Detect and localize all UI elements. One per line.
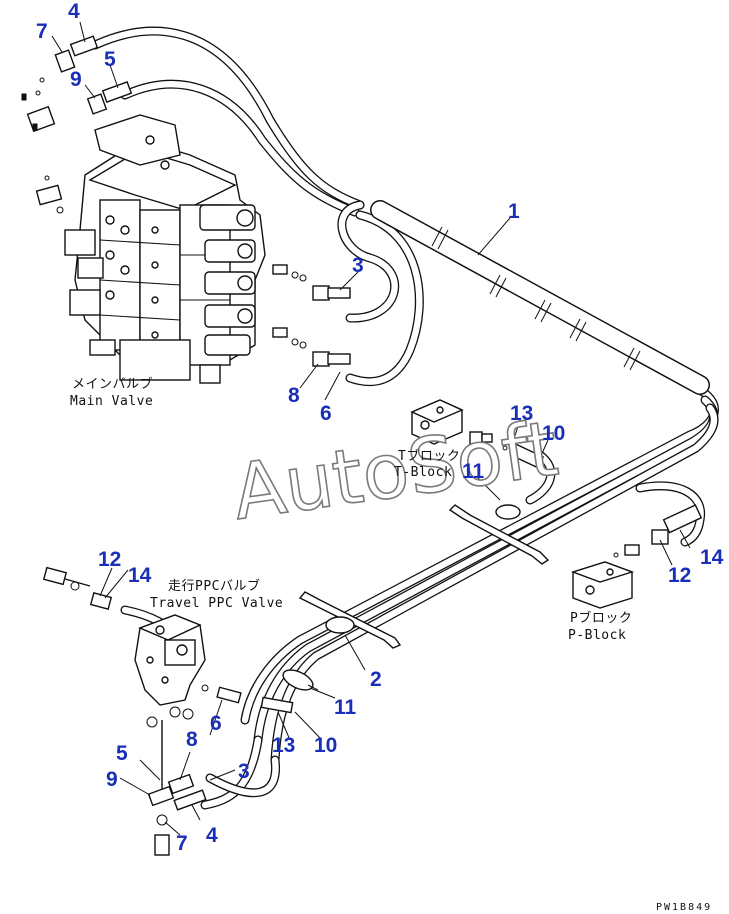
callout-3-bottom: 3: [238, 760, 250, 783]
callout-numbers: 4 7 5 9 1 3 8 6 13 10 11 12 14 14 12 2 1…: [36, 0, 724, 855]
component-labels: メインバルブ Main Valve Tブロック T-Block 走行PPCバルブ…: [70, 376, 632, 643]
travel-ppc-valve: [42, 566, 294, 856]
main-valve-assembly: [21, 93, 307, 384]
callout-2: 2: [370, 668, 382, 691]
callout-8-bottom: 8: [186, 728, 198, 751]
callout-5-top: 5: [104, 48, 116, 71]
leader-lines: [51, 21, 691, 836]
travel-ppc-label-jp: 走行PPCバルブ: [168, 578, 260, 594]
callout-10-bottom: 10: [314, 734, 337, 757]
callout-7-top: 7: [36, 20, 48, 43]
clamp-lower: [282, 669, 319, 691]
callout-4-bottom: 4: [206, 824, 218, 847]
t-block: [410, 399, 545, 469]
top-fittings: [35, 35, 133, 115]
callout-4-top: 4: [68, 0, 80, 23]
p-block-label-jp: Pブロック: [570, 610, 632, 626]
callout-14-right: 14: [700, 546, 724, 569]
drawing-number: PW1B849: [656, 902, 712, 913]
callout-11-bottom: 11: [334, 696, 357, 719]
callout-11-top: 11: [462, 460, 485, 483]
t-block-label-jp: Tブロック: [398, 448, 460, 464]
callout-13-bottom: 13: [272, 734, 295, 757]
protective-tube-part-1: [370, 200, 710, 395]
callout-9-bottom: 9: [106, 768, 118, 791]
callout-12-left: 12: [98, 548, 121, 571]
callout-3-top: 3: [352, 254, 364, 277]
clamp-upper: [448, 504, 550, 565]
callout-9-top: 9: [70, 68, 82, 91]
callout-12-right: 12: [668, 564, 691, 587]
callout-7-bottom: 7: [176, 832, 188, 855]
main-valve-side-fittings: [312, 285, 351, 367]
callout-6-top: 6: [320, 402, 332, 425]
p-block-label-en: P-Block: [568, 628, 626, 643]
travel-ppc-label-en: Travel PPC Valve: [150, 596, 283, 611]
p-block: [570, 504, 703, 609]
callout-1: 1: [508, 200, 520, 223]
t-block-label-en: T-Block: [394, 465, 452, 480]
callout-8-top: 8: [288, 384, 300, 407]
callout-10-top: 10: [542, 422, 565, 445]
callout-14-left: 14: [128, 564, 152, 587]
callout-5-bottom: 5: [116, 742, 128, 765]
callout-13-top: 13: [510, 402, 533, 425]
main-valve-label-jp: メインバルブ: [72, 376, 153, 392]
callout-6-bottom: 6: [210, 712, 222, 735]
clamp-part-2: [298, 591, 402, 649]
main-valve-label-en: Main Valve: [70, 394, 153, 409]
